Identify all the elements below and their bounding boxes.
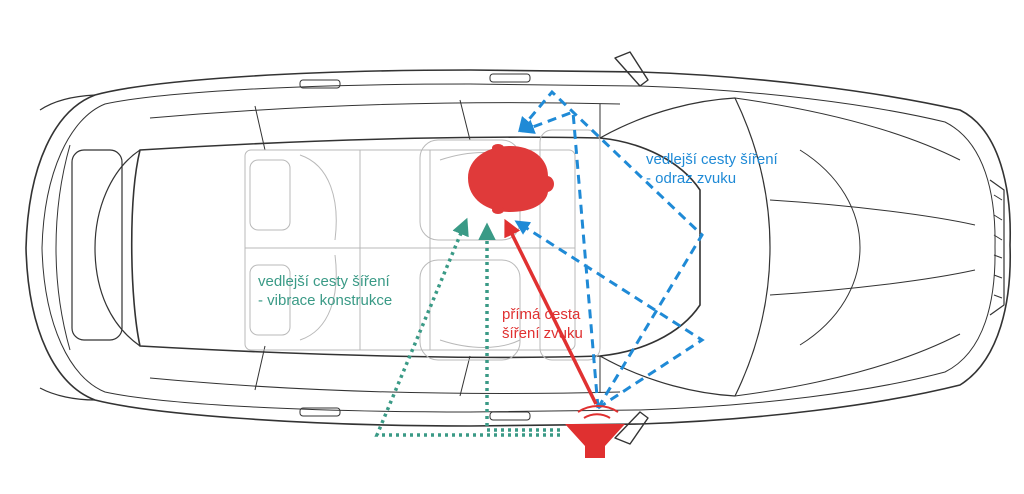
label-direct-line2: šíření zvuku <box>502 325 583 342</box>
label-reflection-line2: - odraz zvuku <box>646 170 737 187</box>
car-body-outline <box>25 69 1012 427</box>
label-vibration: vedlejší cesty šíření - vibrace konstruk… <box>258 272 392 310</box>
mirror-bottom <box>614 411 649 445</box>
windshield <box>599 97 771 397</box>
speaker-icon <box>565 405 625 458</box>
roof-outline <box>130 136 701 359</box>
label-reflection-line1: vedlejší cesty šíření <box>646 151 778 168</box>
label-vibration-line2: - vibrace konstrukce <box>258 292 393 309</box>
car-top-view <box>25 51 1012 445</box>
vibration-paths <box>374 217 560 437</box>
label-direct-line1: přímá cesta <box>502 306 581 323</box>
direct-path <box>504 218 598 405</box>
label-direct: přímá cesta šíření zvuku <box>502 305 583 343</box>
listener-head-icon <box>468 144 554 214</box>
mirror-top <box>614 51 649 87</box>
label-reflection: vedlejší cesty šíření - odraz zvuku <box>646 150 778 188</box>
reflection-paths <box>514 89 705 410</box>
car-body-inner <box>41 83 996 413</box>
label-vibration-line1: vedlejší cesty šíření <box>258 273 390 290</box>
